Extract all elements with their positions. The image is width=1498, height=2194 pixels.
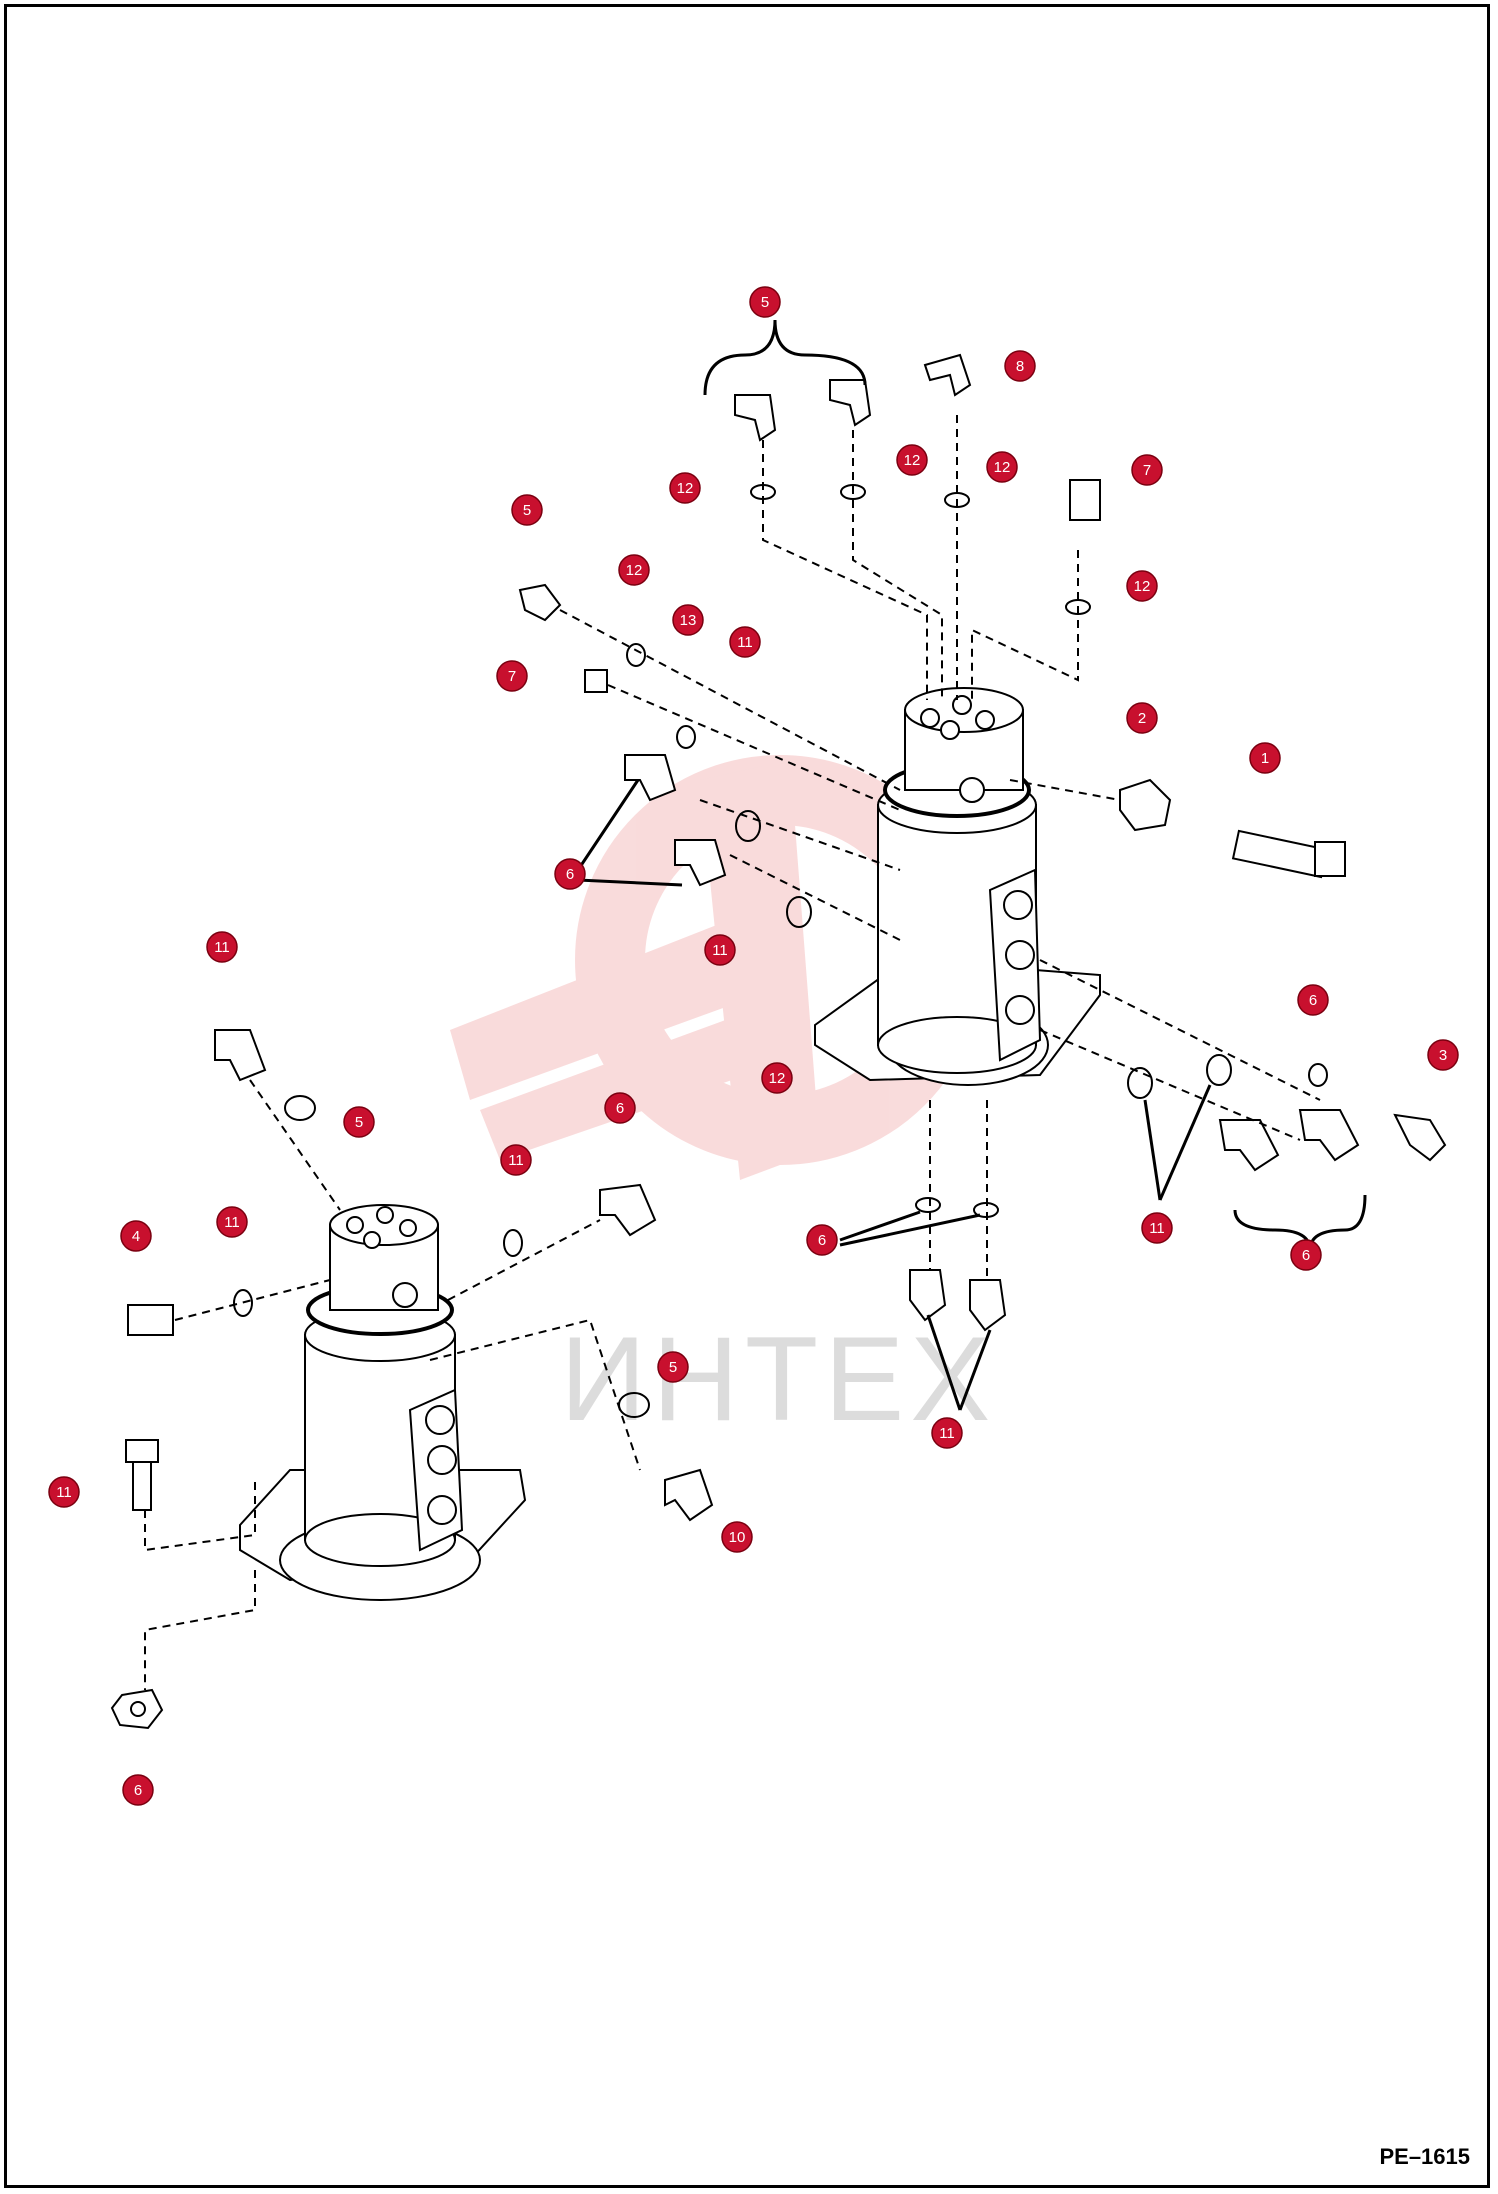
callout-11: 11 [216,1206,248,1238]
swivel-joint-right [814,687,1101,1086]
callout-7: 7 [496,660,528,692]
callout-number: 1 [1261,750,1269,767]
callout-12: 12 [896,444,928,476]
watermark-text: ИНТЕХ [560,1312,997,1446]
callout-12: 12 [618,554,650,586]
callout-6: 6 [1297,984,1329,1016]
callout-5: 5 [749,286,781,318]
callout-number: 11 [712,942,728,959]
callout-number: 12 [1134,578,1151,595]
callout-number: 13 [680,612,697,629]
callout-5: 5 [343,1106,375,1138]
callout-11: 11 [729,626,761,658]
callout-number: 5 [669,1359,677,1376]
callout-number: 11 [214,939,230,956]
callout-7: 7 [1131,454,1163,486]
watermark-logo [450,755,985,1180]
figure-id-label: PE–1615 [1379,2144,1470,2169]
callout-6: 6 [806,1224,838,1256]
callout-number: 6 [616,1100,624,1117]
callout-number: 12 [626,562,643,579]
callout-number: 2 [1138,710,1146,727]
callout-12: 12 [1126,570,1158,602]
callout-11: 11 [704,934,736,966]
callout-number: 6 [1309,992,1317,1009]
callout-5: 5 [657,1351,689,1383]
leader-lines [576,319,1367,1411]
callout-6: 6 [1290,1239,1322,1271]
callout-number: 5 [761,294,769,311]
callout-11: 11 [1141,1212,1173,1244]
callout-number: 7 [1143,462,1151,479]
callout-number: 11 [224,1214,240,1231]
callout-number: 12 [677,480,694,497]
callout-number: 12 [769,1070,786,1087]
callout-number: 6 [566,866,574,883]
callout-number: 7 [508,668,516,685]
callout-6: 6 [604,1092,636,1124]
callout-number: 5 [355,1114,363,1131]
callout-6: 6 [122,1774,154,1806]
callout-number: 6 [1302,1247,1310,1264]
callout-5: 5 [511,494,543,526]
callout-number: 12 [904,452,921,469]
fittings [110,353,1447,1730]
callout-number: 3 [1439,1047,1447,1064]
callout-number: 5 [523,502,531,519]
callout-number: 11 [1149,1220,1165,1237]
callout-number: 11 [508,1152,524,1169]
callout-11: 11 [48,1476,80,1508]
swivel-joint-left [239,1204,527,1601]
callout-12: 12 [986,451,1018,483]
callout-3: 3 [1427,1039,1459,1071]
callout-2: 2 [1126,702,1158,734]
callout-1: 1 [1249,742,1281,774]
callout-number: 6 [134,1782,142,1799]
callout-number: 11 [737,634,753,651]
diagram-frame [4,4,1490,2188]
callout-number: 4 [132,1228,140,1245]
callout-12: 12 [761,1062,793,1094]
callout-number: 11 [56,1484,72,1501]
callout-number: 6 [818,1232,826,1249]
callout-8: 8 [1004,350,1036,382]
assembly-lines [144,415,1321,1690]
callout-10: 10 [721,1521,753,1553]
callout-number: 11 [939,1425,955,1442]
callout-13: 13 [672,604,704,636]
callout-11: 11 [206,931,238,963]
callout-12: 12 [669,472,701,504]
callout-6: 6 [554,858,586,890]
callout-number: 12 [994,459,1011,476]
callout-number: 10 [729,1529,746,1546]
callout-11: 11 [931,1417,963,1449]
callout-number: 8 [1016,358,1024,375]
callout-11: 11 [500,1144,532,1176]
callout-4: 4 [120,1220,152,1252]
callout-markers: 5 8 12 12 12 7 5 12 12 13 11 7 2 1 6 11 11 6 12 3 5 11 11 6 6 6 11… [48,286,1459,1806]
